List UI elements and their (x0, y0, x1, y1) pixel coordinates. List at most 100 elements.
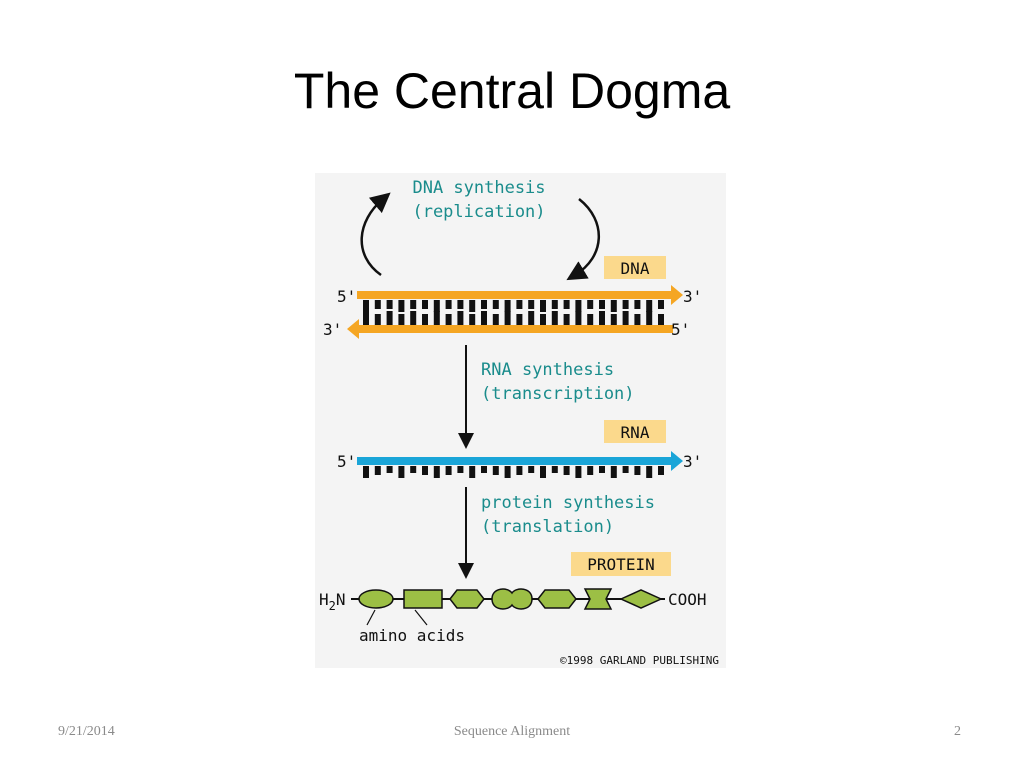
dna-base-top (457, 300, 464, 309)
dna-base-bottom (363, 311, 369, 325)
dna-base-bottom (528, 311, 535, 325)
dna-base-bottom (481, 311, 487, 325)
dna-top-3prime: 3' (683, 287, 702, 306)
rna-base (504, 466, 511, 478)
transcription-label: (transcription) (481, 384, 635, 404)
protein-label: PROTEIN (587, 555, 654, 574)
rna-base (481, 466, 487, 473)
rna-base (374, 466, 381, 475)
dna-base-top (551, 300, 558, 309)
amino-acid-3 (449, 589, 485, 609)
rna-base (540, 466, 546, 478)
dna-base-top (516, 300, 523, 309)
dna-base-bottom (622, 311, 629, 325)
rna-base (457, 466, 464, 473)
dna-base-bottom (658, 314, 664, 325)
rna-base (445, 466, 452, 475)
dna-base-top (587, 300, 594, 309)
protein-synthesis-label: protein synthesis (481, 493, 655, 513)
dna-top-strand-arrowhead (671, 285, 683, 305)
rna-base (410, 466, 417, 473)
copyright-label: ©1998 GARLAND PUBLISHING (560, 654, 719, 667)
cooh-terminus: COOH (668, 590, 707, 609)
amino-acid-2 (403, 589, 443, 609)
amino-acid-1 (358, 589, 394, 609)
dna-base-top (445, 300, 452, 309)
central-dogma-diagram: DNA synthesis (replication) DNA 5' 3' 3'… (319, 178, 719, 667)
amino-acid-pointer-2 (414, 609, 428, 626)
dna-base-bottom (469, 314, 476, 325)
rna-base (492, 466, 499, 475)
dna-bottom-3prime: 3' (323, 320, 342, 339)
replication-label: (replication) (412, 202, 545, 222)
dna-bottom-strand (357, 325, 673, 333)
rna-base (587, 466, 594, 475)
dna-base-bottom (551, 311, 558, 325)
dna-synthesis-label: DNA synthesis (412, 178, 545, 198)
rna-base (516, 466, 523, 475)
slide-number: 2 (954, 724, 961, 739)
rna-base (433, 466, 440, 478)
dna-base-top (398, 300, 405, 312)
replication-arrow-right (566, 198, 601, 281)
dna-base-bottom (410, 311, 417, 325)
dna-base-top (363, 300, 369, 312)
h2n-terminus: H2N (319, 590, 346, 613)
dna-bottom-5prime: 5' (671, 320, 690, 339)
translation-label: (translation) (481, 517, 614, 537)
dna-base-top (422, 300, 428, 309)
dna-base-top (540, 300, 546, 312)
dna-base-pairs (363, 300, 664, 325)
rna-base (363, 466, 369, 478)
dna-base-top (646, 300, 653, 312)
dna-base-top (374, 300, 381, 309)
dna-label-box (604, 256, 666, 279)
amino-acid-5 (537, 589, 577, 609)
dna-base-top (610, 300, 617, 312)
slide-title: The Central Dogma (293, 63, 731, 119)
dna-base-bottom (575, 311, 582, 325)
rna-3prime: 3' (683, 452, 702, 471)
dna-base-bottom (398, 314, 405, 325)
dna-bottom-strand-arrowhead (347, 319, 359, 339)
dna-base-top (575, 300, 582, 312)
amino-acid-7 (619, 589, 663, 609)
dna-base-bottom (563, 314, 570, 325)
footer-title: Sequence Alignment (453, 724, 571, 739)
dna-base-top (469, 300, 476, 312)
rna-base (610, 466, 617, 478)
rna-base (398, 466, 405, 478)
dna-base-top (599, 300, 605, 309)
rna-strand (357, 457, 673, 465)
rna-base (622, 466, 629, 473)
amino-acids-label: amino acids (359, 626, 465, 645)
dna-base-bottom (634, 314, 641, 325)
replication-arrow-left (360, 192, 391, 277)
amino-acid-4 (491, 588, 533, 610)
dna-base-top (386, 300, 393, 309)
rna-5prime: 5' (337, 452, 356, 471)
rna-base (469, 466, 476, 478)
dna-base-top (492, 300, 499, 309)
dna-base-bottom (492, 314, 499, 325)
rna-base (658, 466, 664, 475)
amino-acid-6 (583, 588, 613, 610)
dna-base-bottom (610, 314, 617, 325)
dna-top-5prime: 5' (337, 287, 356, 306)
dna-base-top (658, 300, 664, 309)
rna-strand-arrowhead (671, 451, 683, 471)
dna-base-top (481, 300, 487, 309)
dna-base-top (410, 300, 417, 309)
dna-base-bottom (386, 311, 393, 325)
rna-label: RNA (621, 423, 650, 442)
rna-base (551, 466, 558, 473)
rna-base (575, 466, 582, 478)
dna-base-bottom (516, 314, 523, 325)
amino-acid-pointer-1 (366, 609, 376, 626)
rna-base (422, 466, 428, 475)
protein-label-box (571, 552, 671, 576)
dna-base-top (622, 300, 629, 309)
dna-base-bottom (445, 314, 452, 325)
dna-base-top (528, 300, 535, 309)
footer-date: 9/21/2014 (58, 724, 115, 739)
